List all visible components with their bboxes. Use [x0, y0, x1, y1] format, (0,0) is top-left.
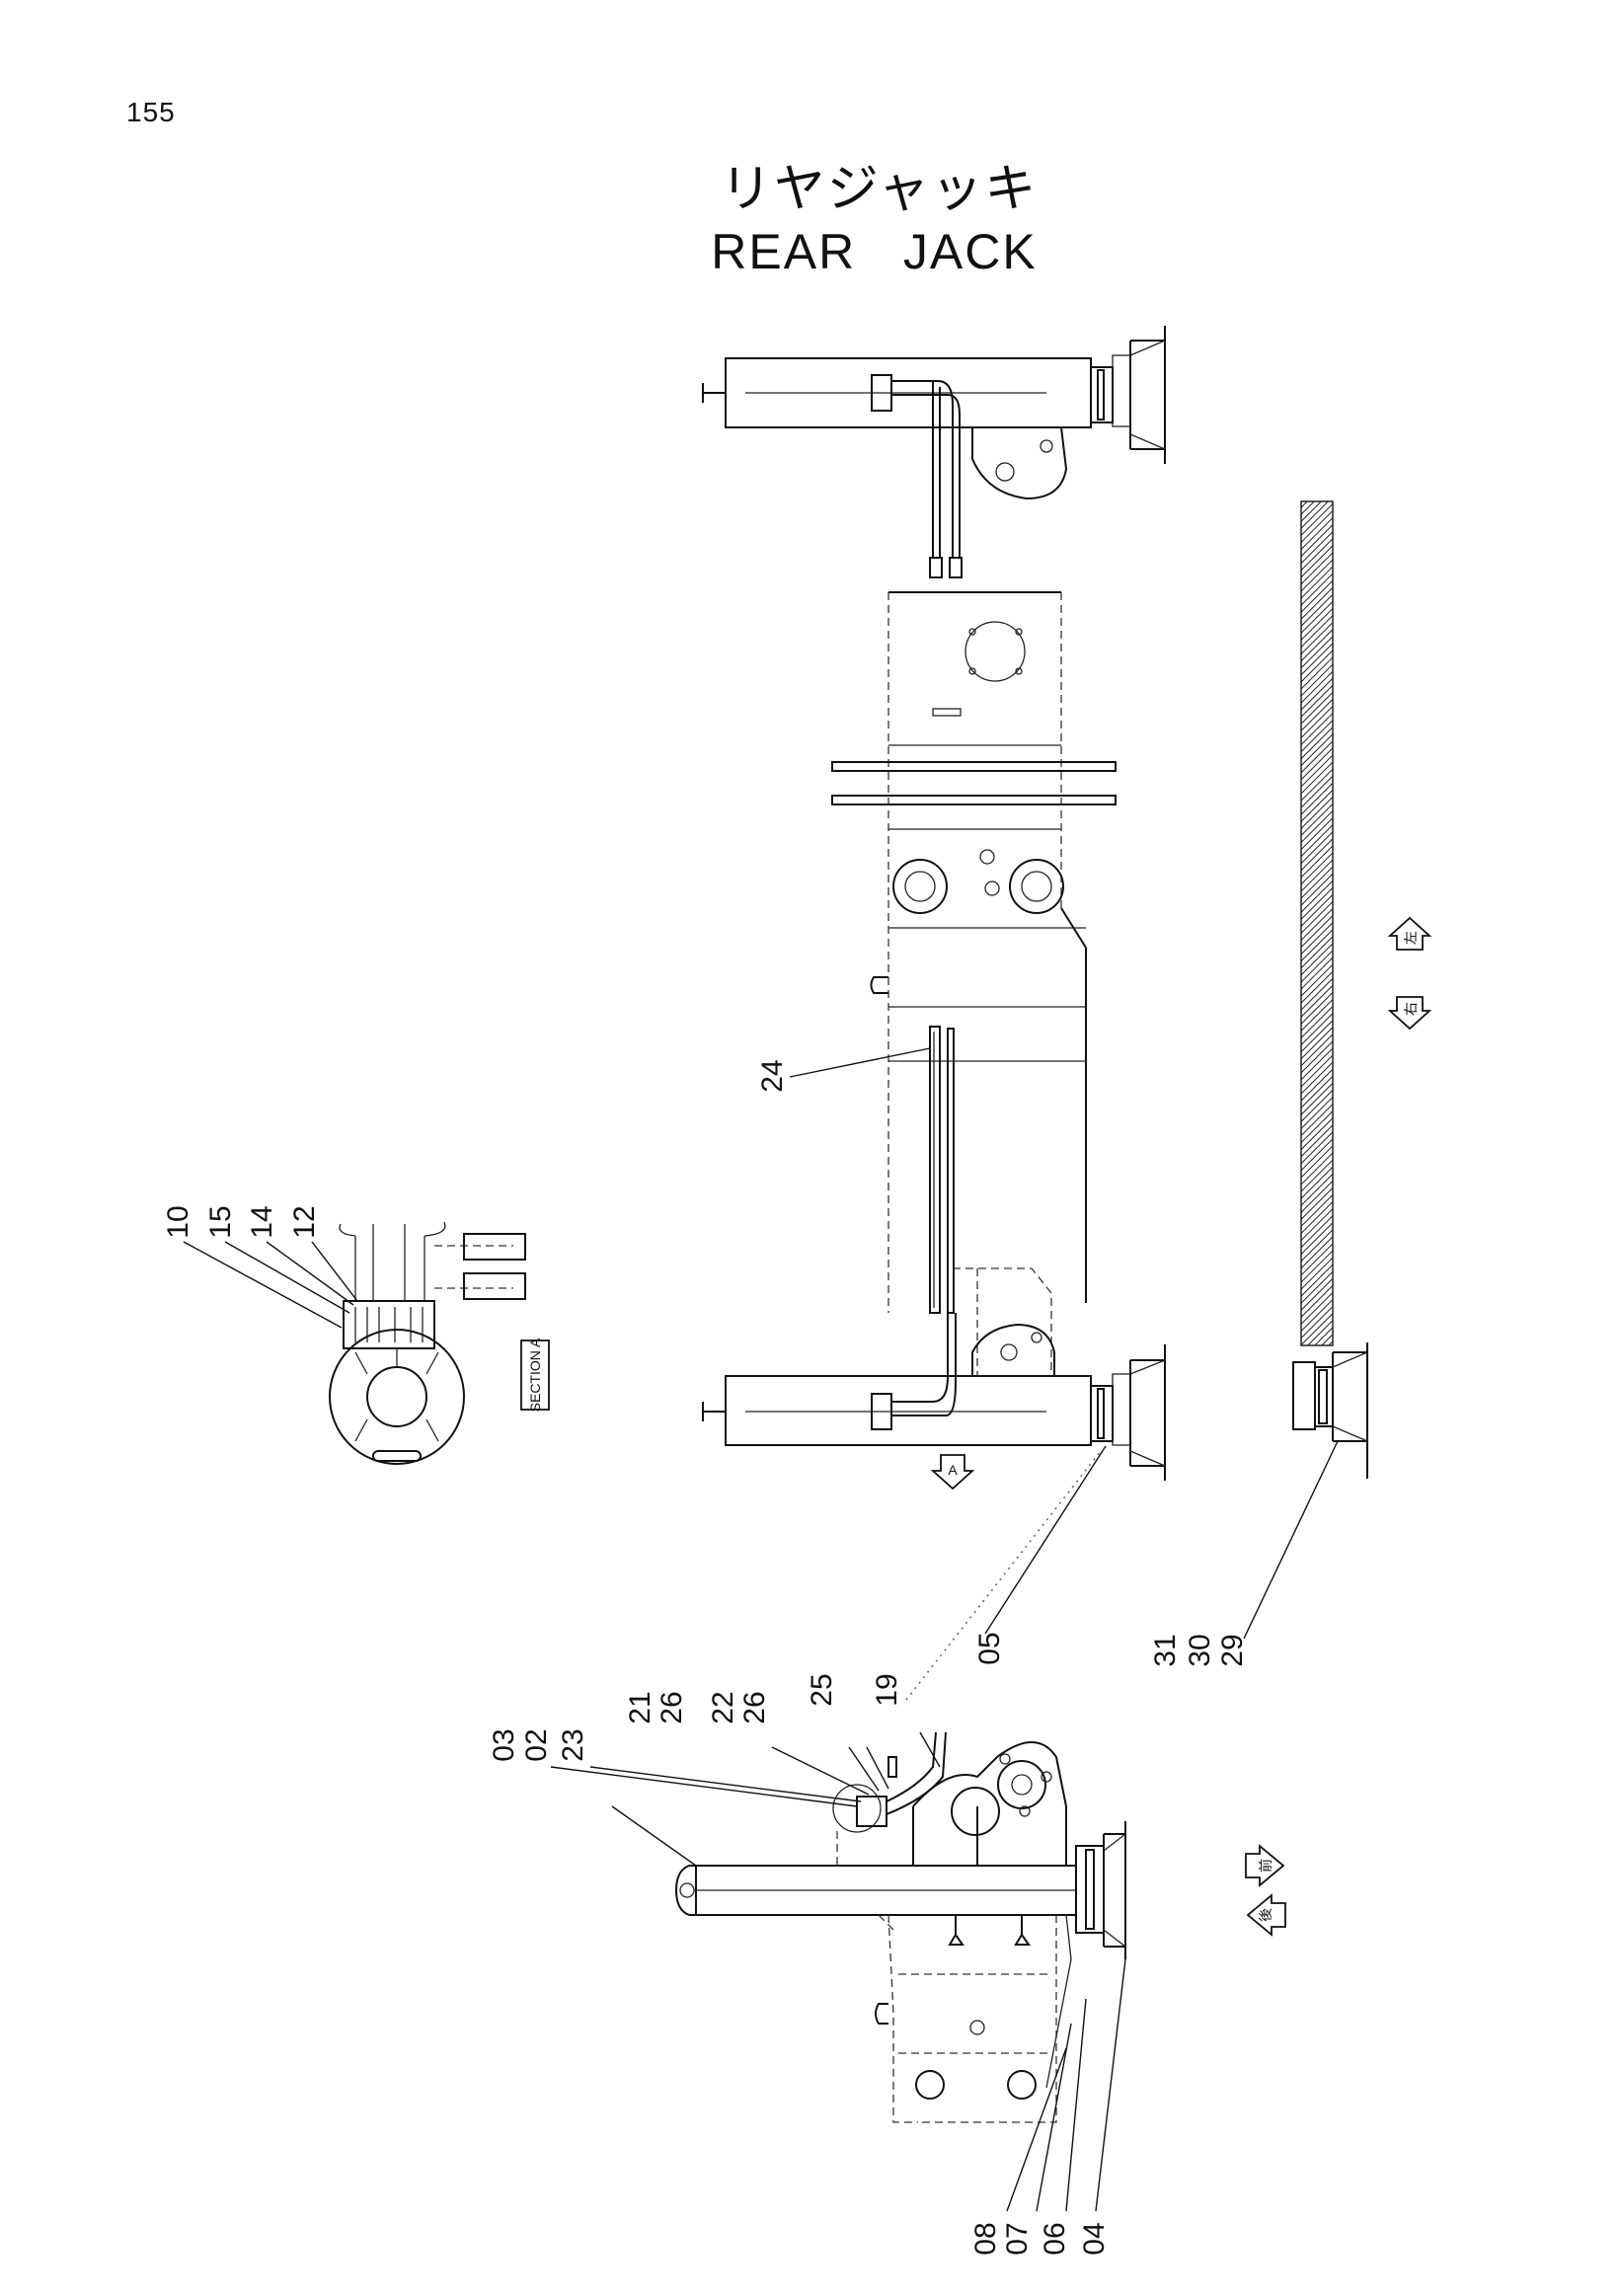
callout-02: 02	[520, 1728, 553, 1761]
callout-05: 05	[973, 1632, 1006, 1664]
page-number: 155	[126, 97, 176, 127]
jack-bottom-plan-view	[702, 1313, 1166, 1481]
section-a-detail	[329, 1221, 526, 1465]
callout-07: 07	[1001, 2222, 1034, 2255]
callout-08: 08	[969, 2222, 1002, 2255]
direction-rear-mark: 後	[1258, 1908, 1273, 1922]
direction-front-mark: 前	[1258, 1859, 1273, 1873]
callout-30: 30	[1184, 1634, 1216, 1666]
section-a-label: SECTION A	[520, 1338, 550, 1412]
callout-22: 22	[707, 1691, 739, 1723]
callout-14: 14	[246, 1205, 278, 1238]
callout-10: 10	[162, 1205, 194, 1238]
title-english: REAR JACK	[711, 224, 1038, 279]
callout-04: 04	[1078, 2222, 1111, 2255]
callout-23: 23	[557, 1728, 589, 1761]
view-marker-arrow: A	[930, 1454, 975, 1491]
callout-19: 19	[871, 1673, 903, 1706]
callout-26b: 26	[738, 1691, 771, 1723]
callout-25: 25	[806, 1673, 838, 1706]
title-japanese: リヤジャッキ	[720, 160, 1039, 219]
callout-15: 15	[204, 1205, 237, 1238]
direction-right-mark: 右	[1403, 1002, 1419, 1016]
jack-top-view	[702, 326, 1166, 578]
callout-29: 29	[1216, 1634, 1249, 1666]
callout-06: 06	[1039, 2222, 1071, 2255]
direction-arrows-middle: 左 右	[1387, 916, 1432, 1031]
direction-arrows-bottom: 前 後	[1245, 1844, 1286, 1937]
side-jack-view	[1292, 500, 1368, 1479]
title-block: リヤジャッキ REAR JACK	[0, 158, 1620, 282]
section-label-text: SECTION A	[527, 1338, 543, 1412]
view-marker-label: A	[948, 1462, 958, 1478]
main-beam-plan-view	[831, 591, 1117, 1377]
callout-31: 31	[1149, 1634, 1182, 1666]
direction-left-mark: 左	[1403, 931, 1419, 945]
callout-21: 21	[624, 1691, 656, 1723]
callout-24: 24	[756, 1059, 789, 1092]
callout-12: 12	[288, 1205, 321, 1238]
jack-side-elevation	[674, 1731, 1126, 2123]
callout-numbers: 24 10 15 14 12 05 31 30 29 03 02 23 21 2…	[162, 1059, 1249, 2255]
callout-26a: 26	[656, 1691, 688, 1723]
leader-lines	[183, 1047, 1339, 2212]
callout-03: 03	[488, 1728, 520, 1761]
